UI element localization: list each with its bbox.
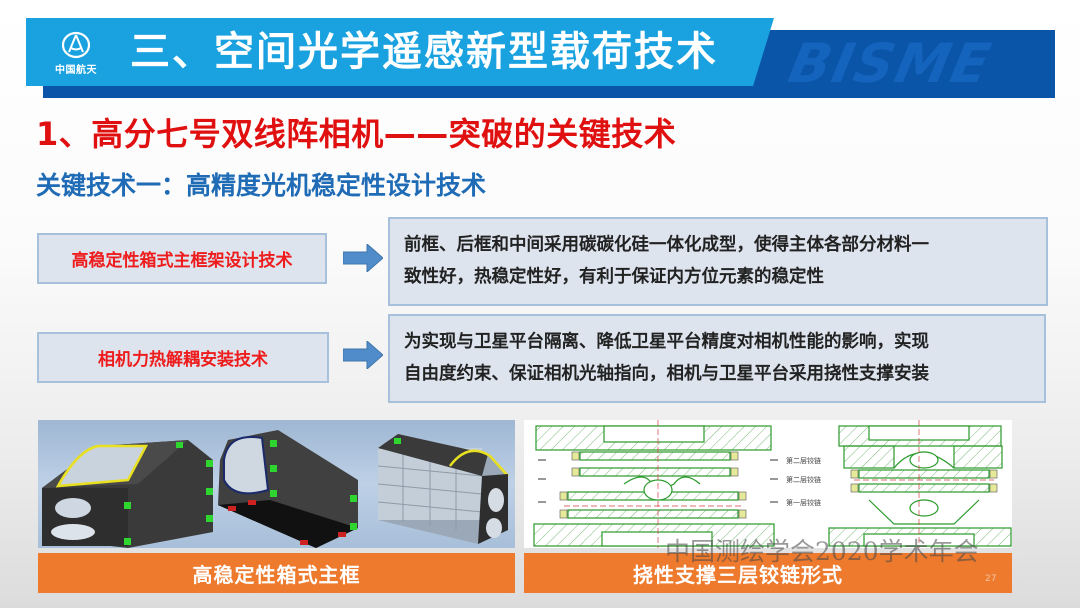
description-line: 致性好，热稳定性好，有利于保证内方位元素的稳定性 [404, 267, 824, 287]
hinge-label: 第一层铰链 [786, 498, 821, 507]
figure-box-frame-renderings [38, 420, 515, 548]
logo-text: 中国航天 [55, 65, 97, 76]
tech-label: 高稳定性箱式主框架设计技术 [71, 251, 293, 271]
section-heading: 1、高分七号双线阵相机——突破的关键技术 [36, 115, 677, 153]
page-title: 三、空间光学遥感新型载荷技术 [130, 29, 718, 75]
hinge-label: 第二层铰链 [786, 456, 821, 465]
figure-hinge-drawings: 第二层铰链 第二层铰链 第一层铰链 [524, 420, 1012, 548]
hinge-drawing-image: 第二层铰链 第二层铰链 第一层铰链 [533, 420, 1012, 548]
logo: 中国航天 [50, 30, 102, 82]
conference-watermark: 中国测绘学会2020学术年会 [665, 537, 979, 566]
hinge-label: 第二层铰链 [786, 475, 821, 484]
tech-description-box-1: 前框、后框和中间采用碳碳化硅一体化成型，使得主体各部分材料一 致性好，热稳定性好… [388, 217, 1048, 306]
caption-text: 挠性支撑三层铰链形式 [633, 562, 843, 587]
section-subheading: 关键技术一：高精度光机稳定性设计技术 [36, 171, 487, 200]
tech-label-box-2: 相机力热解耦安装技术 [37, 332, 329, 383]
tech-label-box-1: 高稳定性箱式主框架设计技术 [37, 233, 327, 284]
figure-caption-1: 高稳定性箱式主框 [38, 553, 515, 593]
tech-description-box-2: 为实现与卫星平台隔离、降低卫星平台精度对相机性能的影响，实现 自由度约束、保证相… [388, 314, 1046, 403]
description-line: 自由度约束、保证相机光轴指向，相机与卫星平台采用挠性支撑安装 [404, 364, 929, 384]
description-line: 前框、后框和中间采用碳碳化硅一体化成型，使得主体各部分材料一 [404, 235, 929, 255]
tech-label: 相机力热解耦安装技术 [98, 350, 268, 370]
frame-render-image [42, 430, 509, 548]
page-number: 27 [985, 574, 997, 584]
caption-text: 高稳定性箱式主框 [192, 562, 361, 587]
header-light-band [26, 18, 774, 86]
arrow-right-icon [343, 244, 383, 272]
china-aerospace-logo-icon [61, 31, 91, 59]
figure-caption-2: 挠性支撑三层铰链形式 [524, 553, 1012, 593]
arrow-right-icon [343, 341, 383, 369]
brand-watermark: BISME [783, 32, 998, 95]
description-line: 为实现与卫星平台隔离、降低卫星平台精度对相机性能的影响，实现 [404, 332, 929, 352]
